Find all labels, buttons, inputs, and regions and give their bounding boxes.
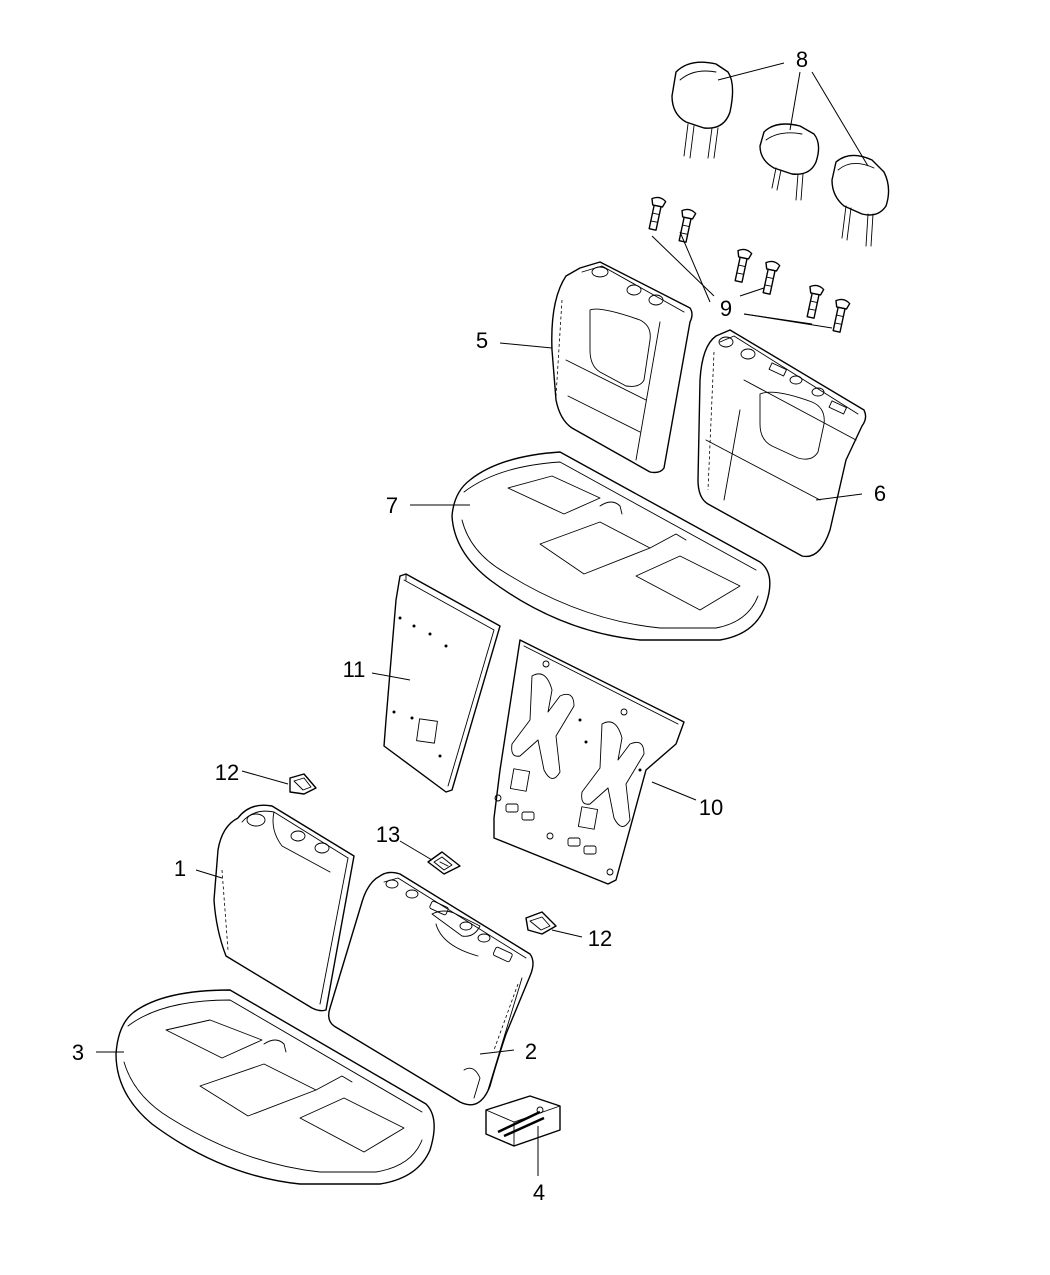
callout-8: 8 <box>796 47 808 72</box>
seat-cushion-upper <box>451 451 771 641</box>
callout-1: 1 <box>174 856 186 881</box>
headrest-right <box>831 154 890 247</box>
bezel-12-upper <box>289 773 317 795</box>
headrest-left <box>671 61 734 159</box>
bezel-13 <box>427 851 461 875</box>
leader-lines <box>96 62 869 1176</box>
callout-12-right: 12 <box>588 926 612 951</box>
callout-2: 2 <box>525 1039 537 1064</box>
callout-10: 10 <box>699 795 723 820</box>
hardware-kit-box <box>485 1095 561 1147</box>
callout-3: 3 <box>72 1040 84 1065</box>
headrest-guides <box>648 196 851 333</box>
seat-cushion-lower <box>115 989 435 1185</box>
callout-7: 7 <box>386 493 398 518</box>
callout-11: 11 <box>343 657 366 682</box>
back-panel-large <box>493 639 685 885</box>
headrest-guide <box>832 298 851 333</box>
seat-back-upper-right <box>697 329 867 558</box>
headrest-guide <box>648 196 667 231</box>
callout-labels: 8 9 5 6 7 11 12 10 13 1 12 3 2 4 <box>72 47 886 1205</box>
callout-6: 6 <box>874 481 886 506</box>
headrest-center <box>759 123 820 201</box>
callout-12-upper: 12 <box>215 760 239 785</box>
callout-13: 13 <box>376 822 400 847</box>
headrest-guide <box>762 260 781 295</box>
headrest-guide <box>678 208 697 243</box>
headrest-guide <box>734 248 753 283</box>
bezel-12-right <box>525 911 557 935</box>
callout-9: 9 <box>720 296 732 321</box>
seat-back-upper-left <box>551 261 693 474</box>
seat-back-lower-left <box>213 804 355 1012</box>
callout-4: 4 <box>533 1180 545 1205</box>
seat-back-lower-right <box>327 871 534 1106</box>
headrest-guide <box>806 284 825 319</box>
callout-5: 5 <box>476 328 488 353</box>
back-panel-small <box>383 573 501 793</box>
